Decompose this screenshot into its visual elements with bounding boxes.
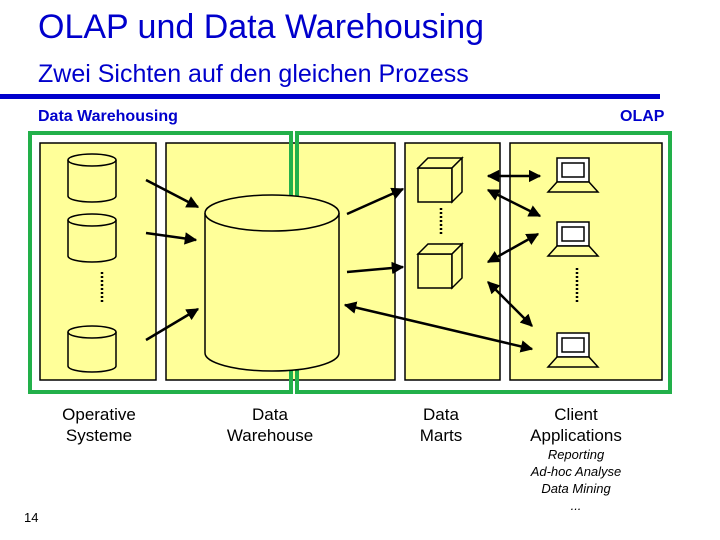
client-function: Reporting: [547, 447, 605, 462]
flow-arrow: [487, 281, 533, 327]
label-line: Data: [252, 405, 288, 424]
flow-arrow: [486, 188, 542, 218]
client-computer-icon: [546, 157, 600, 193]
client-computer-icon: [546, 332, 600, 368]
database-icon: [67, 153, 117, 203]
title-divider: [0, 94, 660, 99]
data-mart-cube-icon: [416, 156, 464, 204]
flow-arrow: [343, 301, 534, 353]
slide-subtitle: Zwei Sichten auf den gleichen Prozess: [38, 60, 469, 88]
section-label-data-warehousing: Data Warehousing: [38, 108, 178, 125]
label-data-marts: Data Marts: [400, 404, 482, 446]
database-icon: [67, 325, 117, 373]
label-line: Applications: [530, 426, 622, 445]
label-line: Systeme: [65, 426, 133, 445]
flow-arrow: [346, 187, 405, 216]
section-label-olap: OLAP: [620, 108, 665, 125]
flow-arrow: [145, 307, 200, 342]
label-line: Warehouse: [226, 426, 314, 445]
data-warehouse-database-icon: [204, 194, 340, 372]
label-line: Client: [554, 405, 598, 424]
label-client-applications: Client Applications: [512, 404, 640, 446]
label-operative-systems: Operative Systeme: [44, 404, 154, 446]
database-icon: [67, 213, 117, 263]
label-line: Operative: [62, 405, 136, 424]
flow-arrow: [145, 231, 198, 245]
page-number: 14: [24, 510, 39, 525]
client-computer-icon: [546, 221, 600, 257]
flow-arrow: [486, 232, 540, 264]
data-mart-cube-icon: [416, 242, 464, 290]
flow-arrow: [145, 178, 200, 209]
client-function: ...: [570, 498, 582, 513]
flow-arrow: [346, 261, 405, 275]
client-function: Data Mining: [541, 481, 611, 496]
label-line: Marts: [419, 426, 463, 445]
label-data-warehouse: Data Warehouse: [210, 404, 330, 446]
slide-title: OLAP und Data Warehousing: [38, 8, 485, 46]
client-function: Ad-hoc Analyse: [530, 464, 622, 479]
client-functions-list: Reporting Ad-hoc Analyse Data Mining ...: [506, 446, 646, 514]
label-line: Data: [423, 405, 459, 424]
